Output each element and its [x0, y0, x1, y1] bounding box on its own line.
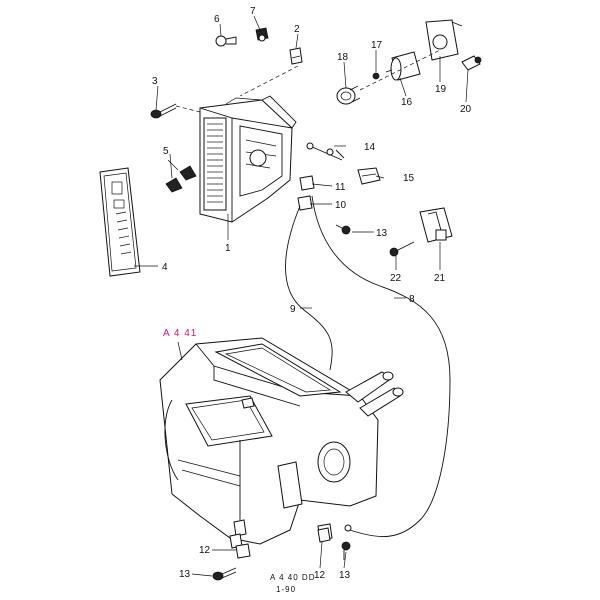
- clip-12-lower-right: [317, 527, 331, 543]
- clip-12-lower-left: [235, 543, 251, 559]
- callout-5: 5: [163, 146, 169, 157]
- callout-4: 4: [162, 262, 168, 273]
- callout-17: 17: [371, 40, 383, 51]
- callout-20: 20: [460, 104, 472, 115]
- callout-21: 21: [434, 273, 446, 284]
- blower-switch-16: [385, 51, 421, 81]
- callout-12b: 12: [314, 570, 326, 581]
- switch-bracket-19: [425, 19, 463, 61]
- callout-10: 10: [335, 200, 347, 211]
- cable-clip-10: [297, 195, 313, 211]
- clip-2: [289, 47, 303, 65]
- callout-18: 18: [337, 52, 349, 63]
- cable-clip-11: [299, 175, 315, 191]
- callout-13b: 13: [339, 570, 351, 581]
- callout-6: 6: [214, 14, 220, 25]
- bracket-21: [419, 207, 453, 243]
- housing-reference-label: A 4 41: [163, 328, 197, 339]
- clip-15: [357, 167, 381, 185]
- nut-17: [372, 72, 380, 80]
- screw-13-lower-left: [212, 567, 237, 581]
- callout-2: 2: [294, 24, 300, 35]
- switch-knob-18: [336, 85, 361, 105]
- cable-8: [311, 195, 451, 537]
- screw-13-lower-right: [341, 541, 351, 560]
- bulb-holder-7: [255, 27, 269, 42]
- callout-22: 22: [390, 273, 402, 284]
- screw-3: [150, 103, 201, 119]
- control-knobs: [165, 159, 197, 193]
- bulb-20: [461, 55, 482, 71]
- callout-12a: 12: [199, 545, 211, 556]
- leader-lines: [134, 15, 469, 577]
- drawing-code: A 4 40 DD: [270, 573, 315, 582]
- callout-15: 15: [403, 173, 415, 184]
- screw-13-upper: [335, 224, 351, 235]
- callout-3: 3: [152, 76, 158, 87]
- lever-14: [306, 142, 345, 161]
- callout-14: 14: [364, 142, 376, 153]
- callout-labels: 1 2 3 4 5 6 7 8 9 10 11 12 13 12 13 13 1…: [152, 6, 472, 581]
- callout-9: 9: [290, 304, 296, 315]
- control-face-panel: [99, 167, 141, 277]
- heater-control-assembly: [199, 95, 297, 223]
- callout-7: 7: [250, 6, 256, 17]
- cable-9: [285, 205, 333, 371]
- bulb-6: [215, 35, 237, 47]
- screw-22: [389, 241, 415, 257]
- callout-19: 19: [435, 84, 447, 95]
- callout-16: 16: [401, 97, 413, 108]
- callout-1: 1: [225, 243, 231, 254]
- callout-8: 8: [409, 294, 415, 305]
- callout-11: 11: [335, 182, 346, 193]
- callout-13a: 13: [179, 569, 191, 580]
- heater-housing: [159, 337, 404, 549]
- drawing-date-code: 1-90: [276, 585, 296, 594]
- callout-13c: 13: [376, 228, 388, 239]
